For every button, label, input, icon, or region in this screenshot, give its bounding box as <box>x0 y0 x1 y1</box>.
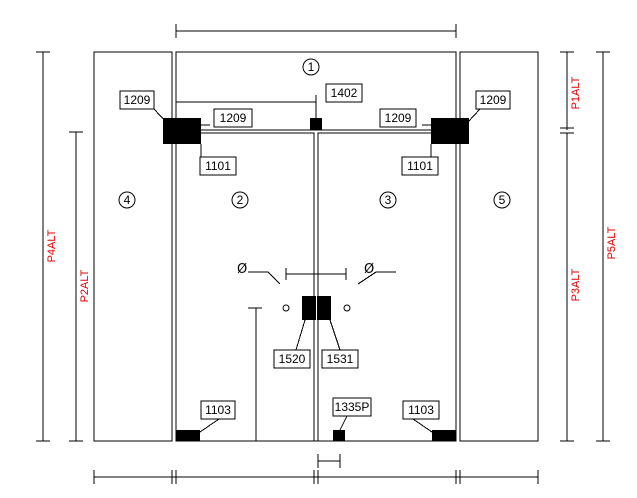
top-reference-line <box>176 95 317 109</box>
panel-4-frame <box>93 51 173 442</box>
label-top-center: 1402 <box>325 83 363 103</box>
dim-label-left-outer: P4ALT <box>46 229 58 262</box>
panel-marker-1: 1 <box>302 58 320 76</box>
label-left-outer-hinge: 1209 <box>119 90 155 110</box>
right-top-dimension-line <box>560 51 574 130</box>
svg-text:1103: 1103 <box>408 403 434 417</box>
svg-text:1209: 1209 <box>220 111 247 125</box>
top-center-block <box>310 118 322 130</box>
svg-text:1: 1 <box>308 60 315 74</box>
right-outer-dimension-line <box>596 51 610 442</box>
svg-text:1101: 1101 <box>407 159 433 173</box>
panel-marker-3: 3 <box>379 191 397 209</box>
svg-text:1402: 1402 <box>331 86 358 100</box>
dim-label-right-mid: P3ALT <box>570 268 582 301</box>
diameter-symbol-left: Ø <box>237 262 247 277</box>
handle-dimension <box>248 268 396 441</box>
svg-text:1531: 1531 <box>327 352 354 366</box>
label-right-bottom: 1103 <box>402 400 440 420</box>
left-handle-block <box>302 296 316 320</box>
bottom-dimension-chain <box>93 470 539 484</box>
label-left-bottom: 1103 <box>200 400 236 420</box>
right-hole <box>343 304 351 312</box>
svg-text:5: 5 <box>499 193 506 207</box>
svg-text:2: 2 <box>237 193 244 207</box>
svg-text:3: 3 <box>385 193 392 207</box>
leader-lines <box>153 108 481 433</box>
svg-text:1520: 1520 <box>279 352 306 366</box>
left-hinge-block <box>163 118 201 144</box>
svg-text:1101: 1101 <box>205 159 231 173</box>
right-mid-dimension-line <box>560 132 574 442</box>
svg-text:1335P: 1335P <box>335 400 370 414</box>
bottom-gap-dimension <box>317 454 341 468</box>
svg-text:1209: 1209 <box>124 93 151 107</box>
svg-text:1103: 1103 <box>205 403 231 417</box>
left-inner-dimension-line <box>69 131 83 442</box>
panel-marker-2: 2 <box>231 191 249 209</box>
right-handle-block <box>317 296 331 320</box>
diameter-symbol-right: Ø <box>364 262 374 277</box>
left-bottom-block <box>176 430 200 441</box>
top-dimension-line <box>175 24 457 38</box>
label-right-handle: 1531 <box>321 349 359 369</box>
dim-label-left-inner: P2ALT <box>79 269 91 302</box>
panel-3-frame <box>317 132 457 442</box>
panel-2-frame <box>175 132 315 442</box>
svg-text:4: 4 <box>124 193 131 207</box>
right-bottom-block <box>432 430 456 441</box>
label-bottom-center: 1335P <box>332 397 372 417</box>
panel-5-frame <box>459 51 539 442</box>
label-right-top-hinge: 1209 <box>379 108 417 128</box>
svg-text:1209: 1209 <box>480 93 507 107</box>
left-outer-dimension-line <box>36 51 50 442</box>
svg-text:1209: 1209 <box>385 111 412 125</box>
label-left-top-clamp: 1101 <box>199 156 237 176</box>
dim-label-right-top: P1ALT <box>570 76 582 109</box>
bottom-center-block <box>333 430 345 441</box>
panel-marker-4: 4 <box>118 191 136 209</box>
dim-label-right-outer: P5ALT <box>606 226 618 259</box>
label-left-top-hinge: 1209 <box>213 108 253 128</box>
panel-marker-5: 5 <box>493 191 511 209</box>
label-right-outer-hinge: 1209 <box>475 90 511 110</box>
right-hinge-block <box>431 118 469 144</box>
label-left-handle: 1520 <box>273 349 311 369</box>
left-hole <box>282 304 290 312</box>
label-right-top-clamp: 1101 <box>401 156 439 176</box>
